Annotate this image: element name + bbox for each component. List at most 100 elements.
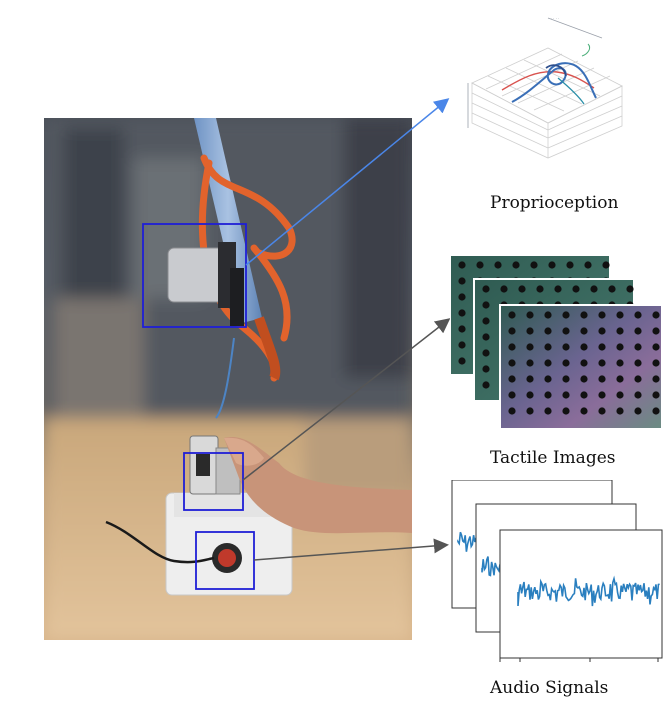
tactile-marker-dot [616,327,624,335]
tactile-marker-dot [518,285,526,293]
tactile-marker-dot [476,261,484,269]
tactile-marker-dot [482,349,490,357]
tactile-marker-dot [580,343,588,351]
scene-illustration [44,118,412,640]
tactile-marker-dot [602,261,610,269]
tactile-marker-dot [634,359,642,367]
tactile-marker-dot [544,359,552,367]
tactile-marker-dot [526,311,534,319]
proprioception-label: Proprioception [490,193,619,213]
tactile-marker-dot [508,359,516,367]
tactile-marker-dot [634,375,642,383]
tactile-marker-dot [544,391,552,399]
tactile-marker-dot [544,375,552,383]
tactile-marker-dot [616,375,624,383]
tactile-marker-dot [580,407,588,415]
audio-label: Audio Signals [490,678,609,698]
tactile-images-stack [450,255,662,431]
tactile-marker-dot [634,311,642,319]
tactile-marker-dot [562,391,570,399]
tactile-marker-dot [598,311,606,319]
tactile-marker-dot [458,341,466,349]
tactile-marker-dot [580,311,588,319]
tactile-marker-dot [562,375,570,383]
tactile-marker-dot [482,333,490,341]
tactile-marker-dot [608,285,616,293]
tactile-marker-dot [526,359,534,367]
proprioception-plot: · · · · · [462,8,634,168]
tactile-marker-dot [458,309,466,317]
tactile-marker-dot [526,407,534,415]
tactile-marker-dot [652,375,660,383]
tactile-marker-dot [508,391,516,399]
tactile-marker-dot [548,261,556,269]
tactile-marker-dot [626,285,634,293]
audio-signals-stack [446,480,666,666]
tactile-marker-dot [598,407,606,415]
tactile-marker-dot [616,311,624,319]
tactile-marker-dot [482,317,490,325]
tactile-marker-dot [580,327,588,335]
tactile-marker-dot [482,285,490,293]
tactile-marker-dot [536,285,544,293]
tactile-marker-dot [634,391,642,399]
tactile-marker-dot [634,343,642,351]
tactile-marker-dot [544,327,552,335]
tactile-marker-dot [508,375,516,383]
tactile-marker-dot [458,293,466,301]
tactile-marker-dot [562,327,570,335]
tactile-marker-dot [598,327,606,335]
tactile-marker-dot [634,327,642,335]
proprioception-arrow [245,98,450,266]
tactile-marker-dot [580,359,588,367]
audio-arrow [253,538,449,561]
tactile-marker-dot [598,359,606,367]
tactile-sensor-bbox [183,452,244,511]
tactile-marker-dot [554,285,562,293]
tactile-marker-dot [616,407,624,415]
tactile-marker-dot [652,343,660,351]
tactile-marker-dot [598,391,606,399]
tactile-marker-dot [652,391,660,399]
tactile-marker-dot [616,343,624,351]
tactile-marker-dot [562,407,570,415]
tactile-marker-dot [508,311,516,319]
tactile-marker-dot [652,359,660,367]
tactile-marker-dot [512,261,520,269]
tactile-marker-dot [458,325,466,333]
tactile-marker-dot [544,311,552,319]
tactile-arrow [242,318,451,481]
tactile-marker-dot [580,375,588,383]
tactile-marker-dot [508,407,516,415]
tactile-marker-dot [598,343,606,351]
tactile-marker-dot [458,261,466,269]
tactile-marker-dot [584,261,592,269]
tactile-marker-dot [616,391,624,399]
tactile-marker-dot [566,261,574,269]
microphone-bbox [195,531,255,590]
tactile-marker-dot [526,327,534,335]
tactile-marker-dot [530,261,538,269]
tactile-marker-dot [652,311,660,319]
tactile-marker-dot [652,327,660,335]
robot-scene-photo [44,118,412,640]
tactile-marker-dot [572,285,580,293]
tactile-marker-dot [482,365,490,373]
tactile-marker-dot [544,343,552,351]
tactile-marker-dot [562,359,570,367]
tactile-marker-dot [652,407,660,415]
tactile-marker-dot [562,311,570,319]
tactile-marker-dot [494,261,502,269]
tactile-marker-dot [526,391,534,399]
tactile-marker-dot [634,407,642,415]
tactile-marker-dot [598,375,606,383]
tactile-frame-3 [499,304,662,430]
tactile-marker-dot [590,285,598,293]
gripper-bbox [142,223,247,328]
svg-text:· · · · ·: · · · · · [548,16,559,21]
tactile-marker-dot [526,375,534,383]
tactile-marker-dot [526,343,534,351]
tactile-marker-dot [508,343,516,351]
tactile-marker-dot [544,407,552,415]
